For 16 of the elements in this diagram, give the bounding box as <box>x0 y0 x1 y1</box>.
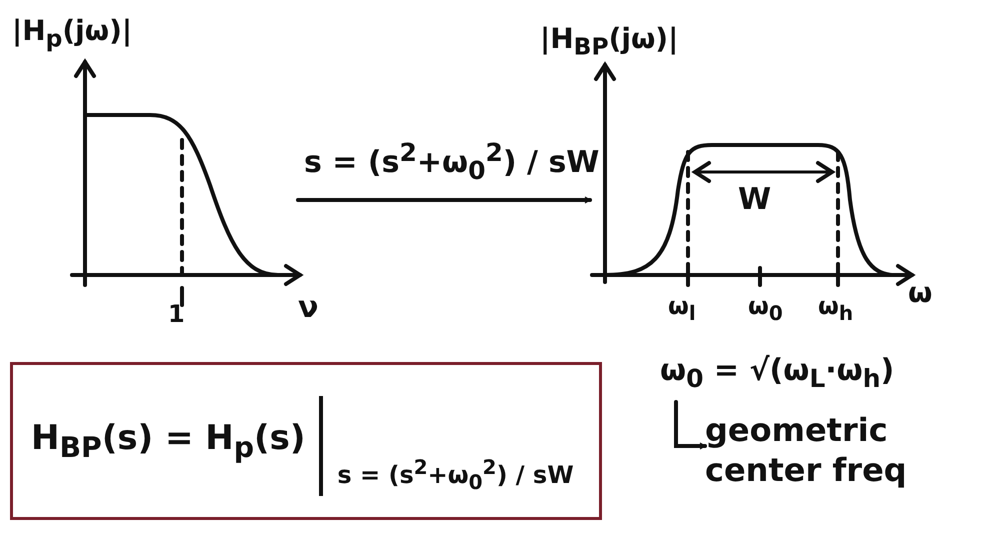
axis-label: W <box>738 182 772 217</box>
axis-label: ω$_{h}$ <box>818 292 854 325</box>
axis-label: ω$_{l}$ <box>668 292 696 325</box>
arrow <box>674 400 707 450</box>
equation-box <box>10 362 602 520</box>
transfer-function-formula: H$_{BP}$(s) = H$_{p}$(s) <box>31 416 306 466</box>
axis-label: ω$_{0}$ <box>748 292 783 325</box>
arrow <box>296 196 592 204</box>
note-text: ω$_{0}$ = √(ω$_{L}$·ω$_{h}$) <box>660 352 894 394</box>
note-text: geometric center freq <box>705 410 908 490</box>
substitution-formula: s = (s$^{2}$+ω$_{0}$$^{2}$) / sW <box>337 455 574 495</box>
axis-label: |H$_{BP}$(jω)| <box>540 22 678 61</box>
axis-label: ω <box>908 276 932 309</box>
axis-label: 1 <box>168 300 185 328</box>
axis-label: |H$_{p}$(jω)| <box>12 14 132 53</box>
axis-label: ν <box>298 290 318 325</box>
